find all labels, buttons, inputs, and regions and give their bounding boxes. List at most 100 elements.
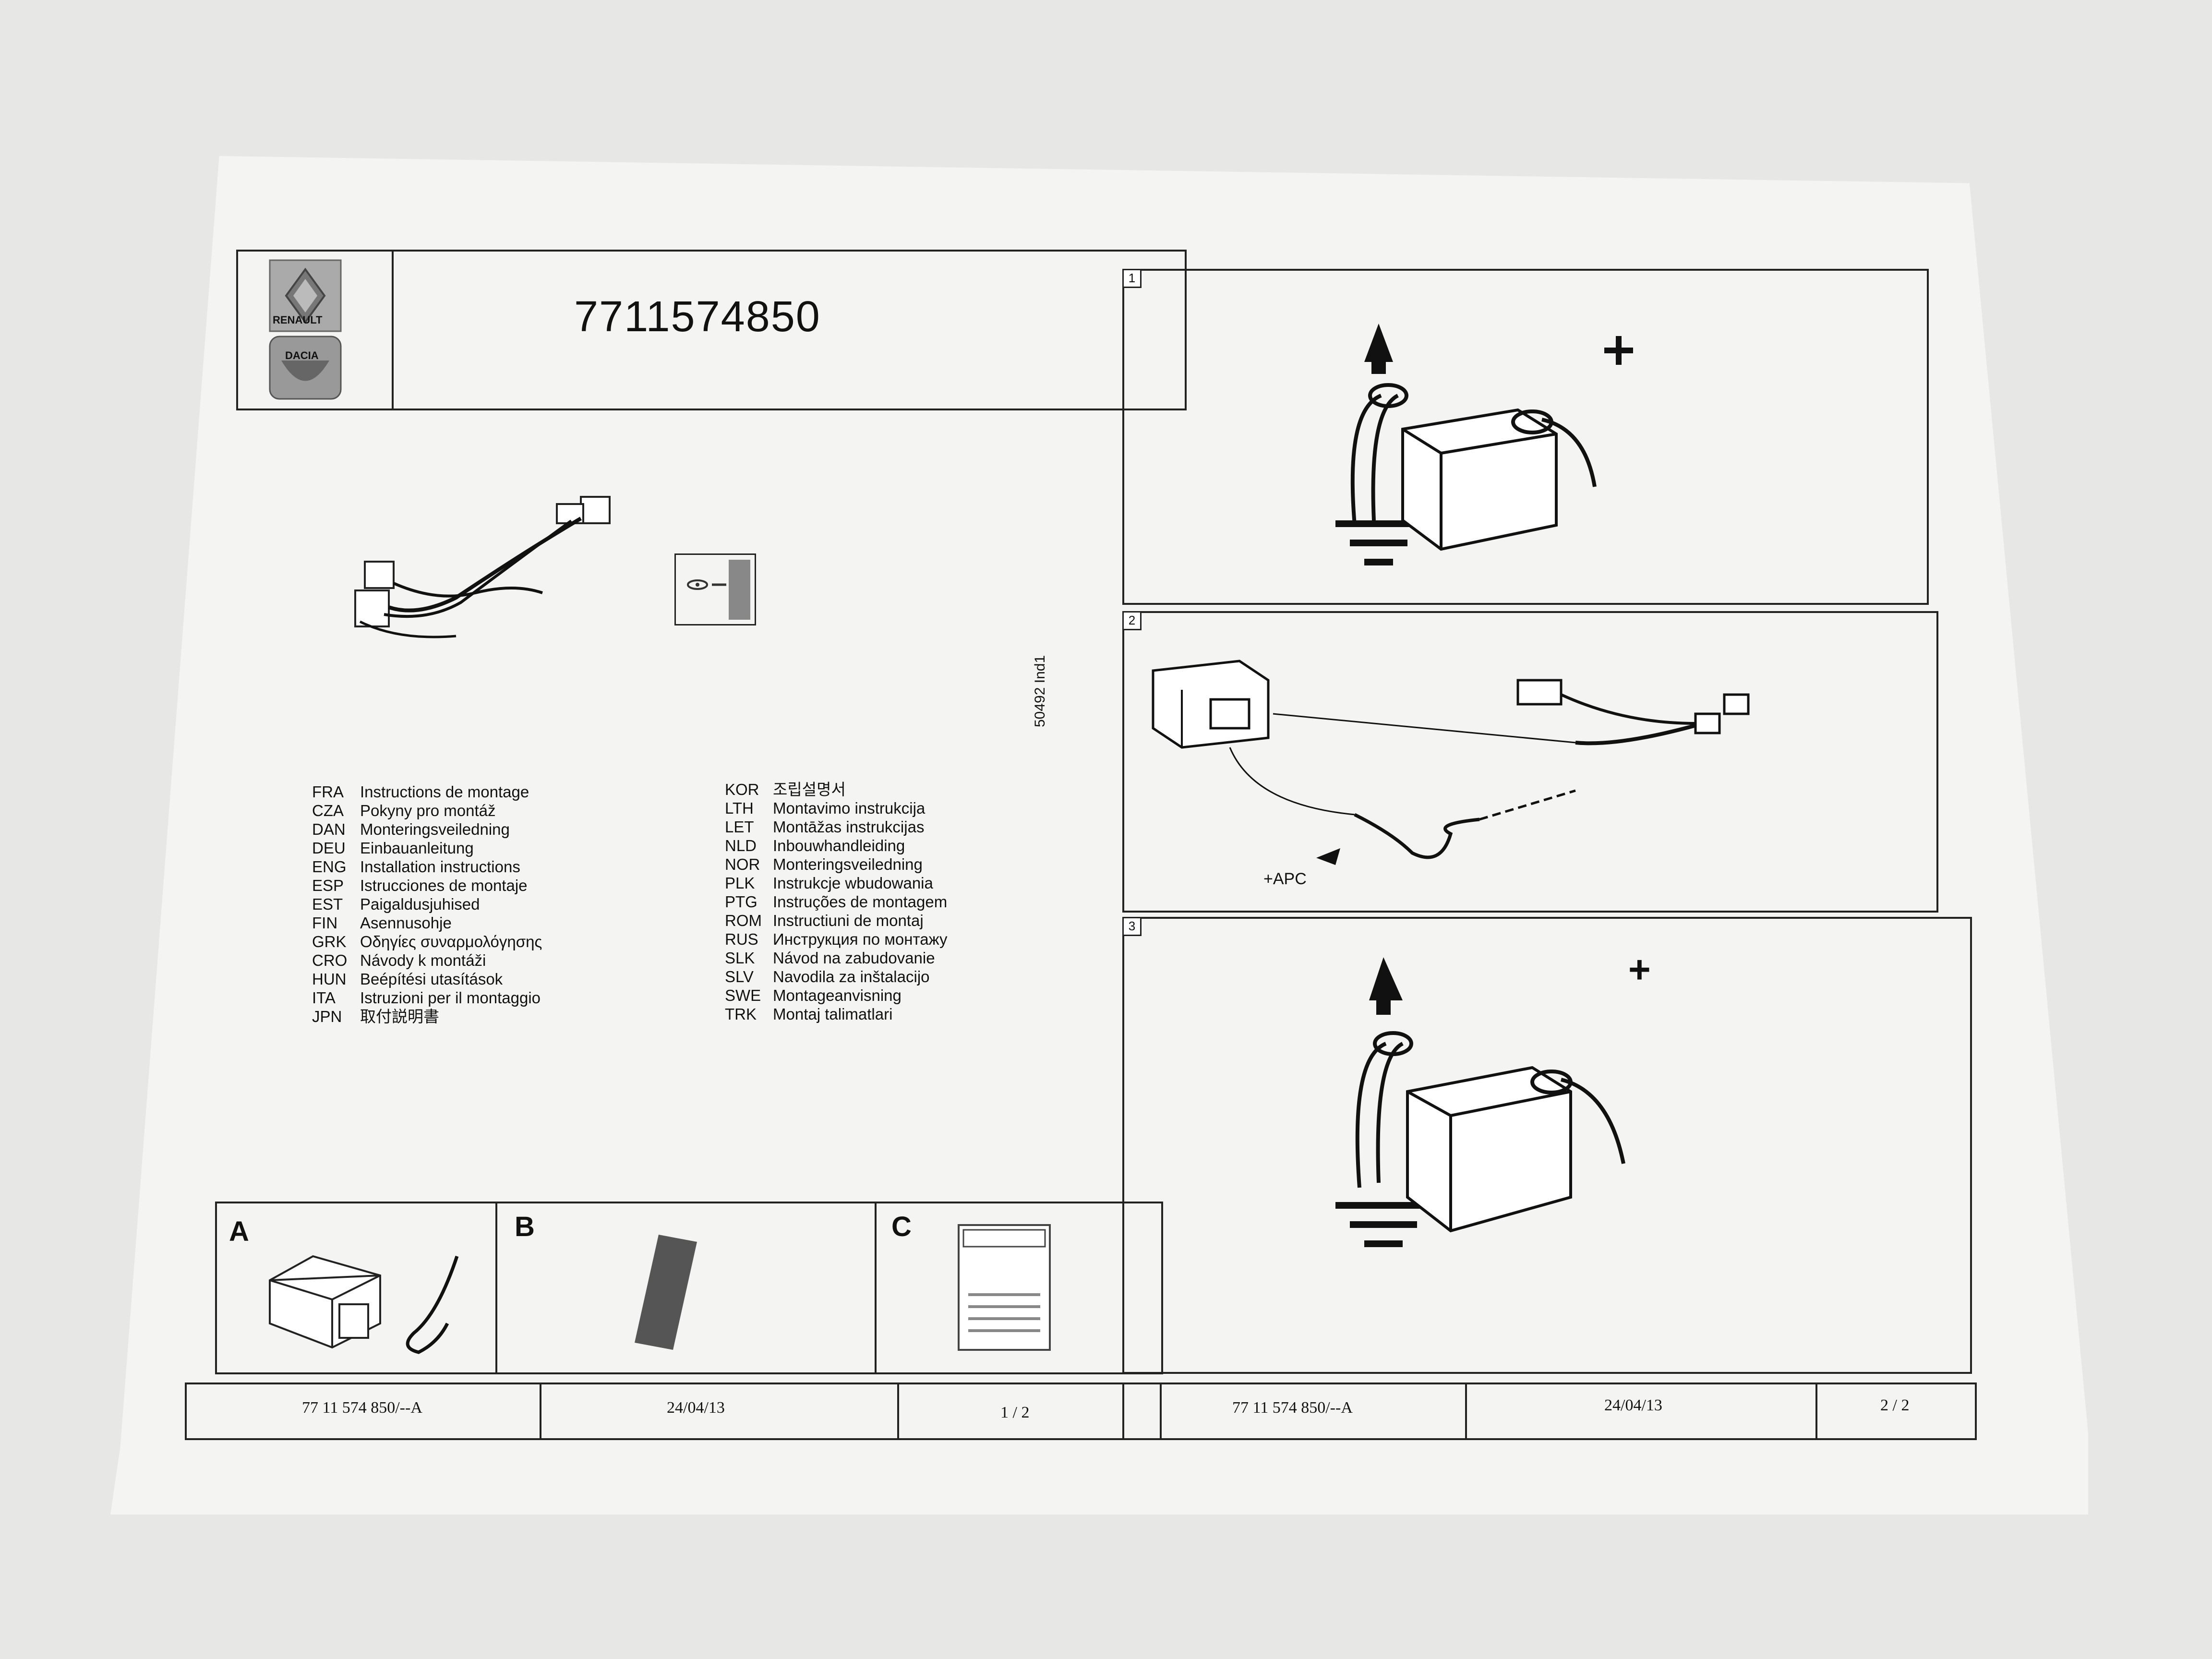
- battery-illustration-3: [1335, 957, 1625, 1247]
- wiring-harness-illustration: [354, 496, 611, 638]
- language-row: LET Montāžas instrukcijas: [725, 817, 948, 836]
- language-text: Inbouwhandleiding: [773, 837, 905, 854]
- footer-left-divider-2: [897, 1384, 899, 1438]
- language-row: LTH Montavimo instrukcija: [725, 799, 948, 817]
- language-text: Návod na zabudovanie: [773, 949, 935, 967]
- step-2-number: 2: [1122, 611, 1142, 630]
- language-text: Instrukcje wbudowania: [773, 874, 933, 892]
- renault-dacia-logo: [269, 259, 342, 400]
- language-row: RUS Инструкция по монтажу: [725, 930, 948, 949]
- footer-left-date: 24/04/13: [667, 1399, 725, 1417]
- step-1-number: 1: [1122, 269, 1142, 288]
- eye-icon: [687, 560, 750, 620]
- footer-right-divider-2: [1815, 1384, 1817, 1438]
- language-code: SLV: [725, 968, 754, 986]
- language-row: SLV Navodila za inštalacijo: [725, 967, 948, 986]
- harness-connection-illustration: [1152, 660, 1750, 865]
- battery-illustration-1: [1335, 324, 1633, 565]
- language-code: JPN: [312, 1008, 342, 1025]
- footer-right-page: 2 / 2: [1880, 1396, 1910, 1414]
- relay-module-illustration: [269, 1255, 459, 1354]
- footer-right: 77 11 574 850/--A 24/04/13 2 / 2: [1122, 1382, 1977, 1440]
- language-text: Instructions de montage: [360, 783, 529, 801]
- instruction-leaflet-illustration: [958, 1224, 1051, 1351]
- language-row: FRA Instructions de montage: [312, 782, 542, 801]
- language-code: NOR: [725, 855, 760, 873]
- language-row: SLK Návod na zabudovanie: [725, 949, 948, 967]
- language-row: NOR Monteringsveiledning: [725, 855, 948, 874]
- language-code: ITA: [312, 989, 336, 1007]
- language-code: LTH: [725, 799, 754, 817]
- footer-right-date: 24/04/13: [1604, 1396, 1662, 1414]
- step-2-panel: 2 +APC: [1122, 611, 1938, 913]
- footer-left: 77 11 574 850/--A 24/04/13 1 / 2: [185, 1382, 1162, 1440]
- language-text: Installation instructions: [360, 858, 520, 876]
- footer-left-divider-1: [540, 1384, 541, 1438]
- language-code: FIN: [312, 914, 338, 932]
- plus-sign-1: +: [1607, 329, 1629, 372]
- language-row: JPN 取付説明書: [312, 1007, 542, 1026]
- language-text: Navodila za inštalacijo: [773, 968, 930, 986]
- language-code: FRA: [312, 783, 344, 801]
- language-row: ITA Istruzioni per il montaggio: [312, 988, 542, 1007]
- brand-dacia: DACIA: [285, 349, 319, 361]
- language-text: Instructiuni de montaj: [773, 912, 924, 929]
- part-letter-c: C: [891, 1211, 912, 1242]
- header-divider: [392, 252, 394, 409]
- read-instructions-box: [674, 553, 756, 625]
- language-text: Monteringsveiledning: [773, 855, 923, 873]
- language-code: NLD: [725, 837, 757, 854]
- part-letter-a: A: [229, 1216, 249, 1247]
- language-code: DEU: [312, 839, 346, 857]
- language-text: 조립설명서: [773, 781, 846, 798]
- language-text: Montāžas instrukcijas: [773, 818, 925, 836]
- step-3-panel: 3 +: [1122, 917, 1972, 1374]
- reference-code: 50492 Ind1: [1032, 655, 1048, 727]
- part-letter-b: B: [515, 1211, 535, 1242]
- language-row: TRK Montaj talimatlari: [725, 1005, 948, 1023]
- footer-left-ref: 77 11 574 850/--A: [302, 1399, 422, 1417]
- language-code: LET: [725, 818, 754, 836]
- language-text: Istrucciones de montaje: [360, 877, 528, 894]
- parts-divider-1: [495, 1203, 497, 1372]
- language-text: Οδηγίες συναρμολόγησης: [360, 933, 542, 950]
- language-text: Paigaldusjuhised: [360, 895, 480, 913]
- language-code: SLK: [725, 949, 755, 967]
- language-code: RUS: [725, 930, 758, 948]
- language-text: Istruzioni per il montaggio: [360, 989, 541, 1007]
- language-code: CZA: [312, 802, 344, 819]
- part-number: 7711574850: [574, 293, 821, 341]
- plus-sign-3: +: [1628, 948, 1651, 991]
- language-row: FIN Asennusohje: [312, 914, 542, 932]
- language-text: Asennusohje: [360, 914, 452, 932]
- language-text: Pokyny pro montáž: [360, 802, 496, 819]
- language-code: TRK: [725, 1005, 757, 1023]
- language-row: CZA Pokyny pro montáž: [312, 801, 542, 820]
- language-code: ENG: [312, 858, 347, 876]
- language-code: GRK: [312, 933, 347, 950]
- adhesive-pad-illustration: [635, 1235, 697, 1350]
- parts-box: A B C: [215, 1202, 1163, 1374]
- language-text: Montaj talimatlari: [773, 1005, 893, 1023]
- language-code: PTG: [725, 893, 757, 911]
- language-text: 取付説明書: [360, 1008, 439, 1025]
- footer-left-page: 1 / 2: [1000, 1404, 1030, 1421]
- language-code: EST: [312, 895, 343, 913]
- step-1-panel: 1 +: [1122, 269, 1929, 605]
- language-row: ENG Installation instructions: [312, 857, 542, 876]
- language-text: Monteringsveiledning: [360, 820, 510, 838]
- language-text: Montavimo instrukcija: [773, 799, 926, 817]
- apc-label: +APC: [1263, 870, 1307, 888]
- language-text: Инструкция по монтажу: [773, 930, 948, 948]
- language-code: CRO: [312, 951, 348, 969]
